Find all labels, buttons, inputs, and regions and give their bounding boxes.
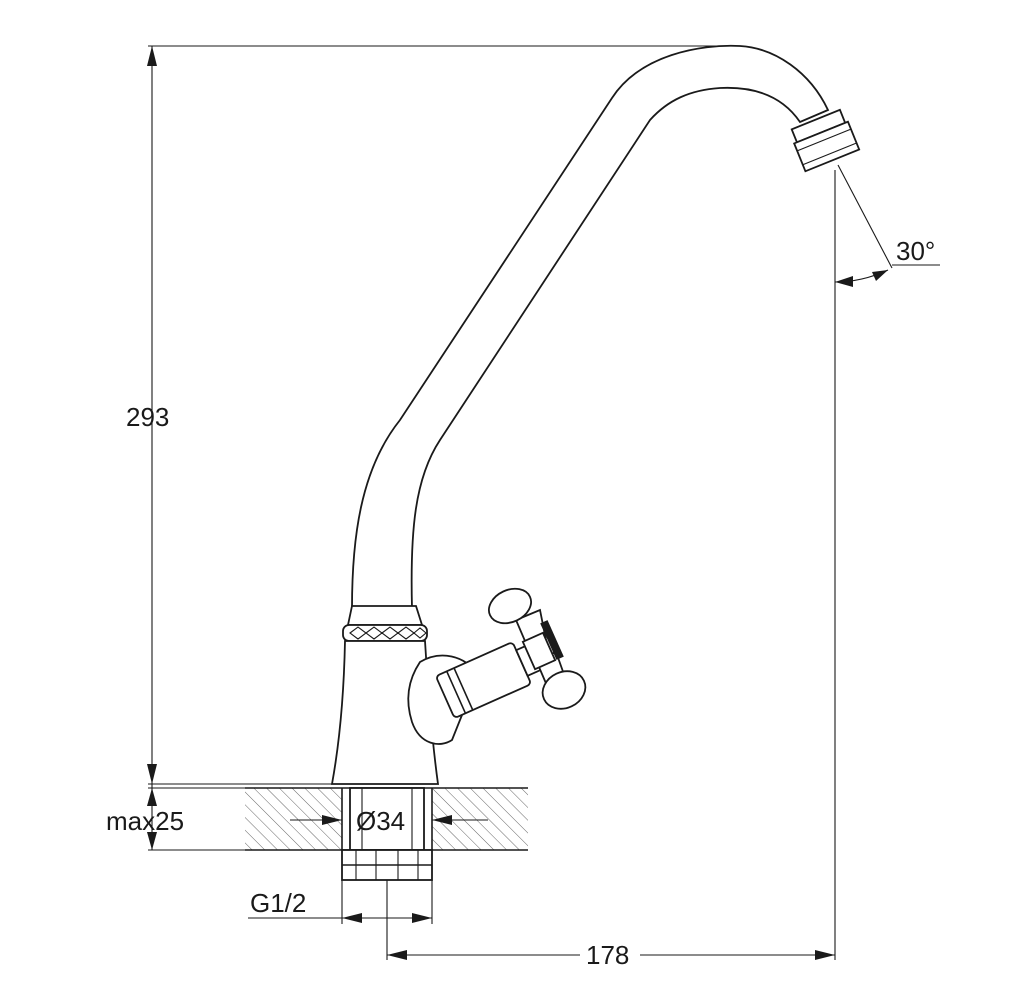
dimension-diameter [290,815,488,825]
cross-handle [488,587,587,710]
decorative-collar [342,605,428,642]
angle-label: 30° [896,236,935,266]
dimension-mount-thickness [147,787,245,851]
spout [351,44,861,609]
diameter-label: Ø34 [356,806,405,836]
mounting-shank [341,787,433,881]
dimension-angle [834,164,940,287]
valve-body [330,640,544,785]
aerator [790,108,861,173]
dimension-height [147,45,740,788]
thread-label: G1/2 [250,888,306,918]
height-label: 293 [126,402,169,432]
dimension-thread [248,880,433,924]
dimension-reach [386,170,836,960]
mount-thickness-label: max25 [106,806,184,836]
reach-label: 178 [586,940,629,970]
